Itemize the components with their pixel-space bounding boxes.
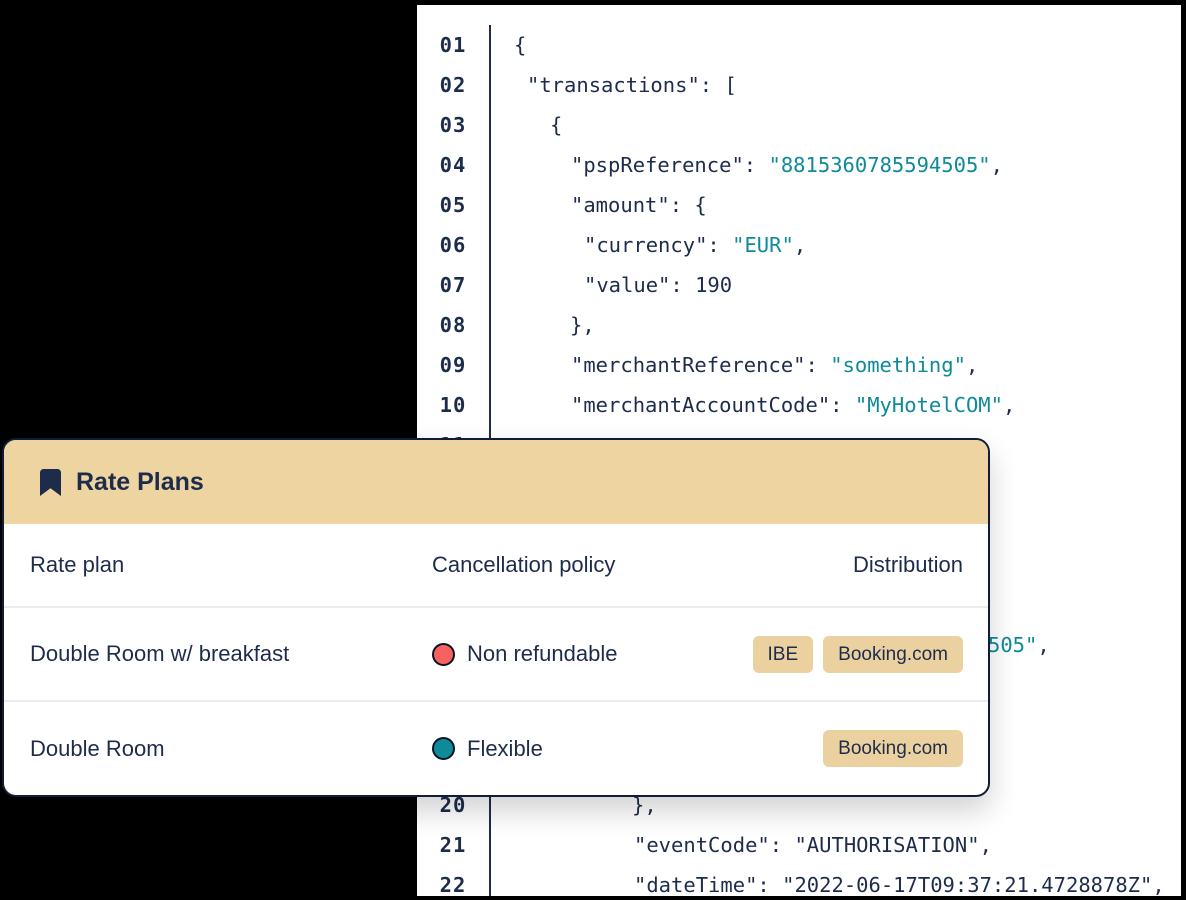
- line-number: 10: [439, 393, 467, 417]
- code-text: "amount": {: [514, 193, 707, 217]
- code-string-token: "MyHotelCOM": [854, 393, 1003, 417]
- policy-status-dot-icon: [432, 642, 455, 666]
- code-token: "merchantReference":: [571, 353, 831, 377]
- policy-status-dot-icon: [432, 737, 455, 760]
- line-number: 05: [439, 193, 467, 217]
- line-number: 22: [439, 873, 467, 897]
- code-text: },: [514, 313, 595, 337]
- code-string-token: "8815360785594505": [768, 153, 991, 177]
- code-token: ,: [965, 353, 979, 377]
- code-token: {: [514, 33, 527, 57]
- code-token: "dateTime": "2022-06-17T09:37:21.4728878…: [634, 873, 1165, 897]
- code-line: 04 "pspReference": "8815360785594505",: [417, 145, 1181, 185]
- code-token: ,: [1002, 393, 1016, 417]
- cancellation-policy-cell: Non refundable: [432, 641, 753, 667]
- code-token: "currency":: [584, 233, 733, 257]
- code-token: ,: [793, 233, 807, 257]
- code-token: "pspReference":: [571, 153, 769, 177]
- code-token: },: [570, 313, 595, 337]
- code-token: ,: [990, 153, 1003, 177]
- code-text: {: [514, 113, 562, 137]
- column-header-distribution: Distribution: [852, 552, 963, 577]
- code-string-token: "EUR": [732, 233, 794, 257]
- rate-plans-card: Rate Plans Rate plan Cancellation policy…: [2, 438, 990, 797]
- line-number: 07: [439, 273, 467, 297]
- table-row[interactable]: Double Room w/ breakfast Non refundable IB…: [4, 608, 988, 702]
- code-string-token: "something": [830, 353, 966, 377]
- code-text: "merchantAccountCode": "MyHotelCOM",: [514, 393, 1015, 417]
- code-line: 01 {: [417, 25, 1181, 65]
- table-body: Double Room w/ breakfast Non refundable IB…: [4, 608, 988, 795]
- distribution-badge: IBE: [752, 635, 814, 673]
- distribution-cell: Booking.com: [823, 730, 963, 767]
- code-string-token: 505": [988, 633, 1038, 657]
- code-token: "eventCode": "AUTHORISATION",: [634, 833, 992, 857]
- code-line: 02 "transactions": [: [417, 65, 1181, 105]
- line-number: 01: [439, 33, 467, 57]
- line-number: 06: [439, 233, 467, 257]
- code-text: "merchantReference": "something",: [514, 353, 978, 377]
- code-text: "transactions": [: [514, 73, 737, 97]
- column-header-cancellation-policy: Cancellation policy: [432, 552, 616, 577]
- code-line: 09 "merchantReference": "something",: [417, 345, 1181, 385]
- code-line: 08},: [417, 305, 1181, 345]
- column-header-rate-plan: Rate plan: [30, 552, 125, 577]
- line-number: 03: [439, 113, 467, 137]
- rate-plan-cell: Double Room: [30, 735, 165, 761]
- code-token: {: [550, 113, 563, 137]
- code-line: 03 {: [417, 105, 1181, 145]
- distribution-badge: Booking.com: [823, 635, 963, 673]
- code-text: "dateTime": "2022-06-17T09:37:21.4728878…: [514, 873, 1165, 897]
- line-number: 20: [439, 793, 467, 817]
- code-line: 10 "merchantAccountCode": "MyHotelCOM",: [417, 385, 1181, 425]
- code-line: 05 "amount": {: [417, 185, 1181, 225]
- code-overflow-fragment: 505",: [988, 625, 1050, 665]
- policy-label: Flexible: [467, 735, 543, 761]
- code-token: },: [632, 793, 657, 817]
- code-line: 06 "currency": "EUR",: [417, 225, 1181, 265]
- code-line: 21 "eventCode": "AUTHORISATION",: [417, 825, 1181, 865]
- line-number: 21: [439, 833, 467, 857]
- code-line: 22 "dateTime": "2022-06-17T09:37:21.47288…: [417, 865, 1181, 900]
- code-line: 07 "value": 190: [417, 265, 1181, 305]
- card-title: Rate Plans: [76, 467, 204, 496]
- code-token: "transactions": [: [527, 73, 737, 97]
- policy-label: Non refundable: [467, 641, 618, 666]
- code-token: "value": 190: [584, 273, 733, 297]
- table-header-row: Rate plan Cancellation policy Distributi…: [4, 524, 988, 608]
- line-number: 09: [439, 353, 467, 377]
- bookmark-icon: [40, 468, 61, 496]
- code-lines: 01 {02 "transactions": [ 03 {04 "pspReference…: [417, 25, 1181, 900]
- code-text: "pspReference": "8815360785594505",: [514, 153, 1003, 177]
- line-number: 04: [439, 153, 467, 177]
- code-text: {: [514, 33, 526, 57]
- card-header: Rate Plans: [4, 440, 988, 524]
- cancellation-policy-cell: Flexible: [432, 736, 823, 762]
- line-number: 08: [439, 313, 467, 337]
- line-number: 02: [439, 73, 467, 97]
- code-token: "amount": {: [571, 193, 707, 217]
- code-token: "merchantAccountCode":: [571, 393, 855, 417]
- distribution-badge: Booking.com: [823, 730, 963, 767]
- table-row[interactable]: Double Room Flexible Booking.com: [4, 702, 988, 795]
- code-text: "value": 190: [514, 273, 732, 297]
- code-text: },: [514, 793, 657, 817]
- rate-plan-cell: Double Room w/ breakfast: [30, 641, 290, 666]
- code-text: "eventCode": "AUTHORISATION",: [514, 833, 992, 857]
- code-text: "currency": "EUR",: [514, 233, 806, 257]
- code-token: ,: [1037, 633, 1050, 657]
- code-line: 20},: [417, 785, 1181, 825]
